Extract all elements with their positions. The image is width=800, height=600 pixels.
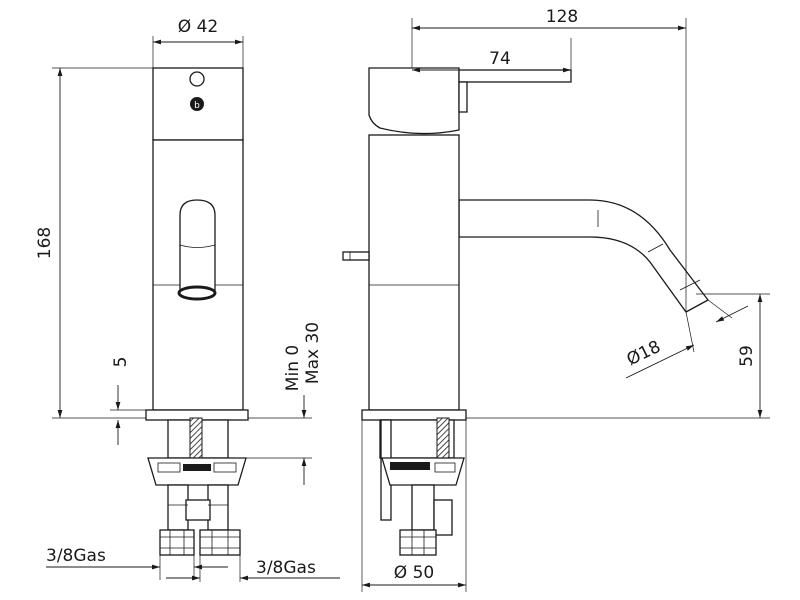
threaded-rod	[189, 417, 203, 461]
side-base-plate	[361, 409, 467, 421]
dim-adjust-min: Min 0	[283, 345, 303, 391]
dim-reach-handle: 74	[489, 49, 511, 69]
svg-text:b: b	[194, 101, 200, 111]
dim-connection-left: 3/8Gas	[46, 546, 106, 566]
connector-left	[159, 529, 195, 556]
dim-spout-diameter: Ø18	[624, 337, 664, 370]
front-view: b	[145, 67, 249, 556]
dim-base-thickness: 5	[111, 357, 131, 368]
spout-aerator	[177, 285, 217, 301]
side-body	[368, 134, 460, 411]
hose-right	[207, 484, 229, 531]
hose-left	[167, 484, 189, 531]
brand-logo-icon	[190, 97, 204, 111]
popup-rod	[342, 251, 370, 261]
side-handle	[368, 67, 460, 135]
dim-top-diameter: Ø 42	[178, 17, 218, 37]
temperature-indicator-icon	[189, 71, 205, 87]
dim-connection-right: 3/8Gas	[256, 558, 316, 578]
side-spout	[458, 199, 709, 313]
front-dimensions: Ø 42 168 5 Min 0 Max 30 3/8Gas 3/8Gas	[35, 17, 340, 582]
dim-spout-height: 59	[737, 345, 757, 367]
handle-lever	[458, 69, 572, 83]
dim-reach-total: 128	[546, 7, 578, 27]
connector-right	[199, 529, 241, 556]
dim-adjust-max: Max 30	[303, 322, 323, 384]
front-spout	[179, 199, 216, 291]
side-view	[342, 67, 709, 556]
front-mounting-nut	[147, 457, 247, 486]
dim-base-diameter: Ø 50	[394, 563, 434, 583]
dim-total-height: 168	[35, 227, 55, 259]
